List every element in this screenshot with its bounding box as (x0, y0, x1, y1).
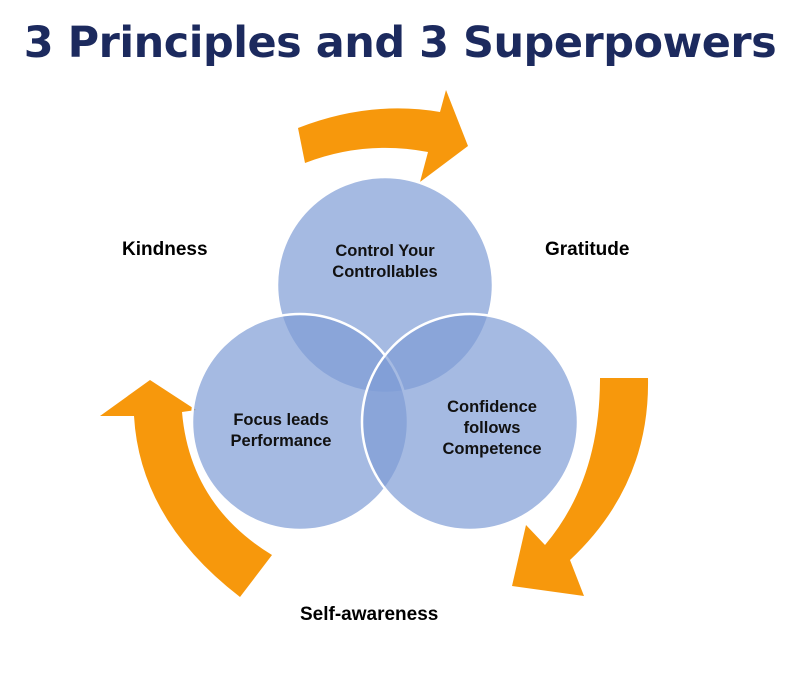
superpower-kindness: Kindness (122, 239, 208, 260)
principle-line: Competence (442, 440, 542, 458)
principle-line: follows (463, 419, 521, 437)
right-cycle-arrow (512, 378, 649, 596)
principle-line: Confidence (447, 398, 537, 416)
principle-line: Focus leads (233, 411, 329, 429)
superpower-self-awareness: Self-awareness (300, 604, 439, 625)
principle-line: Controllables (332, 263, 438, 281)
principle-control: Control Your Controllables (305, 241, 465, 283)
principle-line: Performance (230, 432, 332, 450)
circle-confidence (360, 312, 580, 532)
left-cycle-arrow (100, 380, 272, 597)
top-cycle-arrow (298, 90, 468, 182)
principle-line: Control Your (335, 242, 435, 260)
page-title: 3 Principles and 3 Superpowers (23, 18, 777, 68)
superpower-gratitude: Gratitude (545, 239, 630, 260)
principle-focus: Focus leads Performance (201, 410, 361, 452)
principle-confidence: Confidence follows Competence (412, 397, 572, 460)
